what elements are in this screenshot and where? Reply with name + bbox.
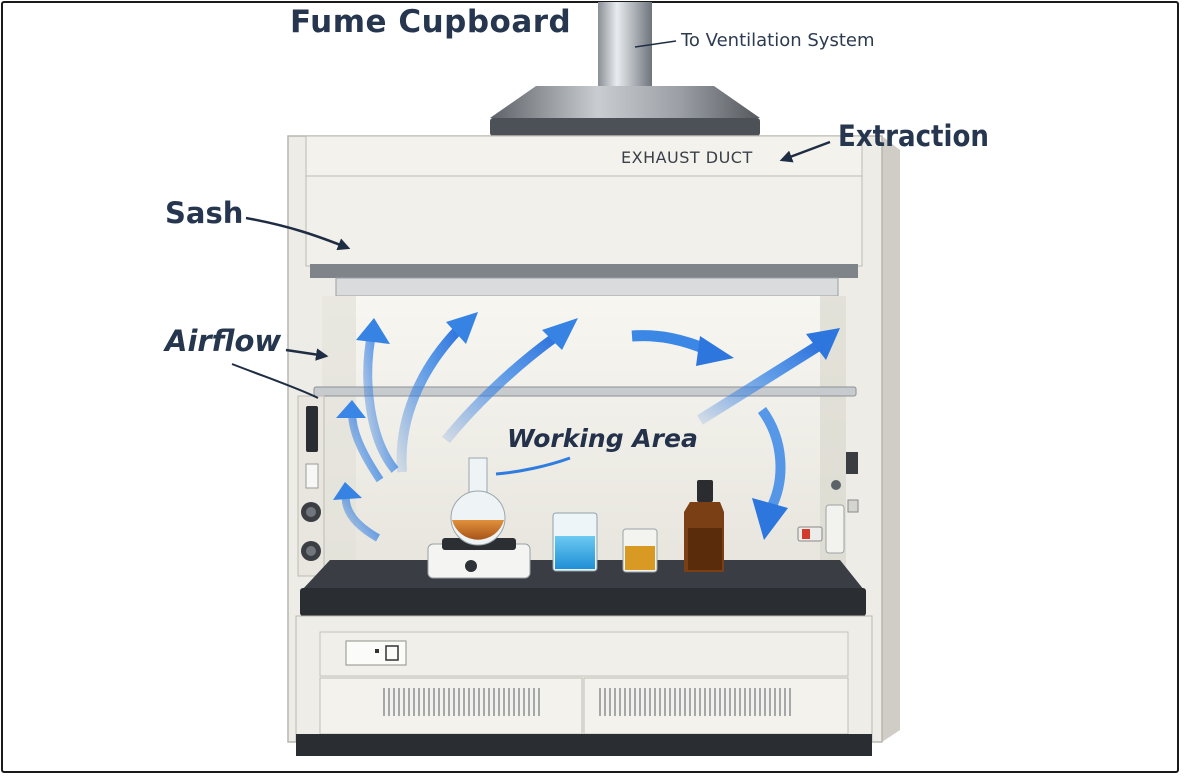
label-pointers [231,40,831,476]
ventilation-label: To Ventilation System [681,30,875,51]
reagent-bottle [684,480,724,572]
airflow-label: Airflow [165,324,282,358]
base-vents [383,688,791,716]
extraction-label: Extraction [838,119,989,153]
airflow-arrows [333,312,840,542]
page-title: Fume Cupboard [290,4,572,40]
small-beaker [622,528,658,573]
sash-label: Sash [165,196,244,230]
working-area-label: Working Area [507,424,698,453]
blue-beaker [552,512,598,572]
round-bottom-flask [450,457,506,546]
hot-plate [427,538,531,579]
ventilation-duct [490,2,760,136]
cabinet [287,135,900,756]
exhaust-duct-label: EXHAUST DUCT [621,148,753,167]
